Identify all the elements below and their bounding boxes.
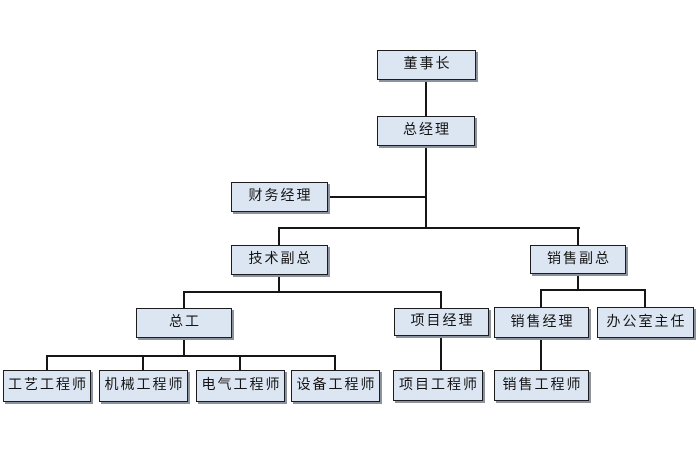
org-node-finance-manager: 财务经理: [231, 182, 328, 212]
org-node-equipment-engineer: 设备工程师: [291, 370, 380, 402]
connector-line: [278, 227, 580, 229]
connector-line: [183, 291, 185, 308]
connector-line: [440, 291, 442, 308]
connector-line: [142, 355, 144, 370]
connector-line: [440, 336, 442, 370]
org-node-label: 总工: [169, 315, 201, 330]
org-node-label: 技术副总: [248, 252, 313, 267]
org-node-sales-engineer: 销售工程师: [494, 370, 589, 401]
connector-line: [239, 355, 241, 370]
org-node-label: 项目工程师: [399, 377, 479, 393]
org-node-label: 工艺工程师: [8, 378, 88, 393]
org-node-label: 销售副总: [547, 251, 611, 267]
org-node-general-manager: 总经理: [377, 116, 475, 146]
connector-line: [278, 227, 280, 245]
org-node-chief-engineer: 总工: [136, 308, 232, 338]
connector-line: [46, 355, 336, 357]
connector-line: [425, 146, 427, 228]
org-node-label: 项目经理: [410, 314, 475, 329]
connector-line: [278, 275, 280, 292]
connector-line: [540, 338, 542, 370]
connector-line: [577, 227, 579, 245]
connector-line: [183, 338, 185, 357]
connector-line: [334, 355, 336, 370]
org-node-project-engineer: 项目工程师: [393, 370, 483, 401]
connector-line: [540, 289, 542, 307]
org-node-office-director: 办公室主任: [597, 307, 694, 338]
connector-line: [328, 196, 427, 198]
org-node-process-engineer: 工艺工程师: [3, 370, 91, 402]
org-node-electrical-engineer: 电气工程师: [196, 370, 285, 402]
org-node-label: 办公室主任: [606, 314, 687, 330]
org-node-label: 机械工程师: [104, 378, 185, 393]
org-node-label: 销售工程师: [502, 377, 583, 393]
org-node-label: 电气工程师: [201, 378, 282, 393]
org-node-mechanical-engineer: 机械工程师: [99, 370, 188, 402]
org-node-project-manager: 项目经理: [394, 308, 489, 336]
org-node-label: 销售经理: [510, 314, 575, 330]
org-node-sales-vp: 销售副总: [530, 245, 626, 274]
connector-line: [183, 291, 442, 293]
connector-line: [46, 355, 48, 370]
connector-line: [540, 289, 646, 291]
connector-line: [644, 289, 646, 307]
org-node-label: 设备工程师: [296, 378, 377, 393]
org-node-tech-vp: 技术副总: [231, 245, 328, 275]
connector-line: [577, 274, 579, 291]
org-node-label: 董事长: [403, 57, 452, 72]
org-node-chairman: 董事长: [377, 50, 476, 80]
org-node-label: 财务经理: [248, 189, 313, 204]
org-node-sales-manager: 销售经理: [494, 307, 589, 338]
connector-line: [425, 80, 427, 116]
org-node-label: 总经理: [403, 123, 451, 138]
